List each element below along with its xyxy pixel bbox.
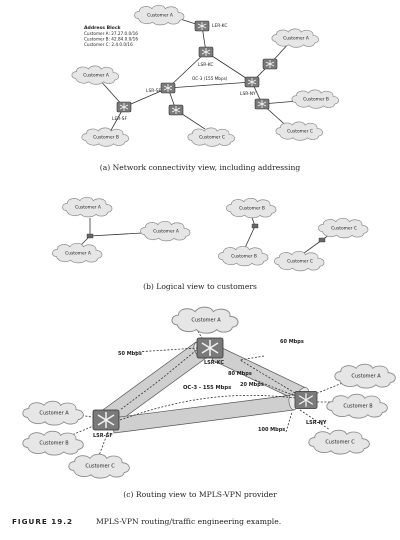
router-label-lsr-kc: LSR-KC xyxy=(204,360,224,366)
panel-b-caption: (b) Logical view to customers xyxy=(143,282,257,291)
cpe-icon xyxy=(251,223,259,229)
customer-label: Customer A xyxy=(153,229,179,235)
customer-label: Customer A xyxy=(83,73,109,79)
address-block-line: Customer C: 2.4.0.0/16 xyxy=(84,42,133,47)
router-label-lsr-sf: LSR-SF xyxy=(93,433,113,439)
router-label-lsr-ny: LSR-NY xyxy=(306,420,327,426)
router-icon xyxy=(198,46,214,58)
customer-label: Customer C xyxy=(85,464,115,470)
router-label-ler-kc: LER-KC xyxy=(212,23,227,29)
panel-b-logical-view: Customer A Customer A Customer A Custome… xyxy=(52,196,369,291)
link-label: 20 Mbps xyxy=(240,382,264,388)
router-icon xyxy=(168,104,184,116)
router-icon xyxy=(92,409,120,431)
address-block-title: Address Block xyxy=(84,25,122,31)
router-label-ler-sf: LER-SF xyxy=(112,116,127,122)
customer-label: Customer C xyxy=(325,440,355,446)
router-icon xyxy=(244,76,260,88)
customer-label: Customer A xyxy=(147,13,173,19)
link-label-oc3: OC-3 - 155 Mbps xyxy=(183,385,231,391)
customer-label: Customer B xyxy=(343,404,373,410)
figure-title: MPLS-VPN routing/traffic engineering exa… xyxy=(96,517,281,526)
customer-label: Customer B xyxy=(93,135,119,141)
link-label: 100 Mbps xyxy=(258,427,285,433)
router-icon xyxy=(262,58,278,70)
panel-a-network-view: Address Block Customer A: 27.27.0.0/16 C… xyxy=(71,4,340,172)
link-label-oc3: OC-3 (155 Mbps) xyxy=(192,76,228,81)
router-icon xyxy=(294,390,318,410)
customer-label: Customer C xyxy=(199,135,225,141)
link-lsr-kc-lsr-sf xyxy=(167,51,207,89)
customer-label: Customer C xyxy=(287,259,313,265)
router-label-lsr-kc: LSR-KC xyxy=(198,62,213,68)
router-icon xyxy=(160,82,176,94)
router-label-lsr-sf: LSR-SF xyxy=(146,88,161,94)
link-lsr-sf-ler-sf xyxy=(123,87,169,108)
customer-label: Customer B xyxy=(303,97,329,103)
customer-label: Customer A xyxy=(75,205,101,211)
customer-label: Customer B xyxy=(39,441,69,447)
customer-label: Customer B xyxy=(239,206,265,212)
router-icon xyxy=(196,337,224,359)
link-lsr-sf-lsr-ny-oc3 xyxy=(167,81,253,89)
customer-label: Customer A xyxy=(351,374,381,380)
link-label: 80 Mbps xyxy=(228,371,252,377)
address-block-line: Customer A: 27.27.0.0/16 xyxy=(84,31,138,36)
panel-c-routing-view: Customer A Customer A Customer B Custome… xyxy=(22,306,396,499)
customer-label: Customer C xyxy=(331,226,357,232)
link-lsr-kc-lsr-ny xyxy=(205,51,253,83)
cpe-icon xyxy=(318,237,326,243)
router-icon xyxy=(116,101,132,113)
panel-c-caption: (c) Routing view to MPLS-VPN provider xyxy=(123,490,277,499)
customer-label: Customer C xyxy=(287,129,313,135)
customer-label: Customer A xyxy=(65,251,91,257)
address-block-line: Customer B: 42.84.0.0/16 xyxy=(84,37,138,42)
cpe-icon xyxy=(86,233,94,239)
customer-label: Customer A xyxy=(283,36,309,42)
customer-label: Customer A xyxy=(191,318,221,324)
figure-label: FIGURE 19.2 xyxy=(12,517,73,526)
link-label: 50 Mbps xyxy=(118,351,142,357)
customer-label: Customer A xyxy=(39,411,69,417)
router-icon xyxy=(254,98,270,110)
customer-label: Customer B xyxy=(231,254,257,260)
link-label: 60 Mbps xyxy=(280,339,304,345)
router-icon xyxy=(194,20,210,32)
router-label-lsr-ny: LSR-NY xyxy=(240,91,256,97)
panel-a-caption: (a) Network connectivity view, including… xyxy=(100,163,301,172)
